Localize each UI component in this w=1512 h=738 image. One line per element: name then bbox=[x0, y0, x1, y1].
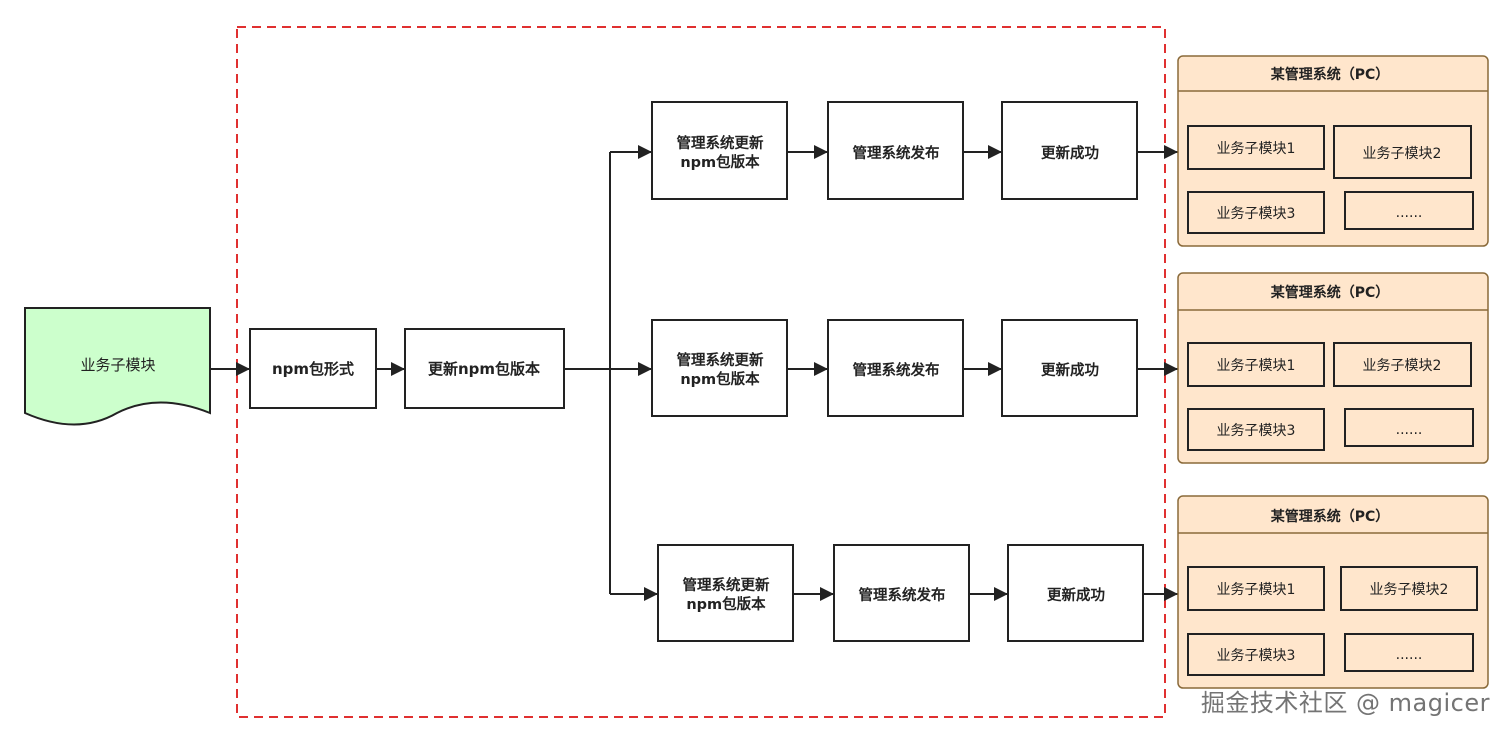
branch-update-line1: 管理系统更新 bbox=[677, 134, 764, 152]
module-box bbox=[1333, 342, 1472, 387]
module-box bbox=[1187, 408, 1325, 451]
module-box bbox=[1187, 125, 1325, 170]
branch-publish-label: 管理系统发布 bbox=[853, 361, 940, 379]
system-container-2: 某管理系统（PC） 业务子模块1 业务子模块2 业务子模块3 ...... bbox=[1177, 272, 1489, 464]
branch-1: 管理系统更新 npm包版本 管理系统发布 更新成功 bbox=[651, 101, 1178, 200]
system-container-1: 某管理系统（PC） 业务子模块1 业务子模块2 业务子模块3 ...... bbox=[1177, 55, 1489, 247]
package-form-label: npm包形式 bbox=[272, 360, 354, 378]
branch-update-line2: npm包版本 bbox=[680, 153, 760, 171]
branch-update-line1: 管理系统更新 bbox=[683, 576, 770, 594]
system-container-3: 某管理系统（PC） 业务子模块1 业务子模块2 业务子模块3 ...... bbox=[1177, 495, 1489, 689]
module-box bbox=[1344, 633, 1474, 672]
system-title: 某管理系统（PC） bbox=[1271, 66, 1390, 83]
update-version-node: 更新npm包版本 bbox=[404, 328, 565, 409]
module-label: 业务子模块1 bbox=[1217, 358, 1296, 374]
branch-update-line2: npm包版本 bbox=[680, 370, 760, 388]
system-title: 某管理系统（PC） bbox=[1271, 508, 1390, 525]
module-box bbox=[1187, 633, 1325, 676]
module-label: 业务子模块2 bbox=[1363, 146, 1442, 162]
branch-success-node bbox=[1001, 101, 1138, 200]
branch-update-line2: npm包版本 bbox=[686, 595, 766, 613]
branch-publish-node bbox=[833, 544, 970, 642]
system-title: 某管理系统（PC） bbox=[1271, 284, 1390, 301]
branch-publish-node bbox=[827, 101, 964, 200]
source-module: 业务子模块 bbox=[24, 307, 211, 426]
source-document-shape bbox=[24, 307, 211, 426]
branch-publish-label: 管理系统发布 bbox=[859, 586, 946, 604]
module-label: 业务子模块3 bbox=[1217, 206, 1296, 222]
branch-publish-label: 管理系统发布 bbox=[853, 144, 940, 162]
watermark: 掘金技术社区 @ magicer bbox=[1200, 689, 1490, 717]
branch-publish-node bbox=[827, 319, 964, 417]
branch-3: 管理系统更新 npm包版本 管理系统发布 更新成功 bbox=[657, 544, 1178, 642]
module-label: ...... bbox=[1396, 422, 1423, 438]
branch-update-line1: 管理系统更新 bbox=[677, 351, 764, 369]
branch-update-node bbox=[651, 101, 788, 200]
branch-success-label: 更新成功 bbox=[1041, 144, 1099, 162]
branch-success-node bbox=[1007, 544, 1144, 642]
module-label: 业务子模块3 bbox=[1217, 648, 1296, 664]
module-box bbox=[1340, 566, 1478, 611]
module-label: ...... bbox=[1396, 647, 1423, 663]
module-label: 业务子模块2 bbox=[1370, 582, 1449, 598]
module-label: 业务子模块1 bbox=[1217, 141, 1296, 157]
module-label: ...... bbox=[1396, 205, 1423, 221]
package-form-node: npm包形式 bbox=[249, 328, 377, 409]
branch-success-label: 更新成功 bbox=[1041, 361, 1099, 379]
branch-success-node bbox=[1001, 319, 1138, 417]
fork-connector bbox=[564, 145, 658, 601]
branch-success-label: 更新成功 bbox=[1047, 586, 1105, 604]
branch-update-node bbox=[657, 544, 794, 642]
module-label: 业务子模块3 bbox=[1217, 423, 1296, 439]
module-box bbox=[1344, 191, 1474, 230]
update-version-label: 更新npm包版本 bbox=[428, 360, 540, 378]
module-box bbox=[1344, 408, 1474, 447]
branch-2: 管理系统更新 npm包版本 管理系统发布 更新成功 bbox=[651, 319, 1178, 417]
module-box bbox=[1333, 125, 1472, 179]
module-box bbox=[1187, 342, 1325, 387]
module-label: 业务子模块2 bbox=[1363, 358, 1442, 374]
module-box bbox=[1187, 191, 1325, 234]
module-label: 业务子模块1 bbox=[1217, 582, 1296, 598]
module-box bbox=[1187, 566, 1325, 611]
source-label: 业务子模块 bbox=[80, 356, 155, 374]
